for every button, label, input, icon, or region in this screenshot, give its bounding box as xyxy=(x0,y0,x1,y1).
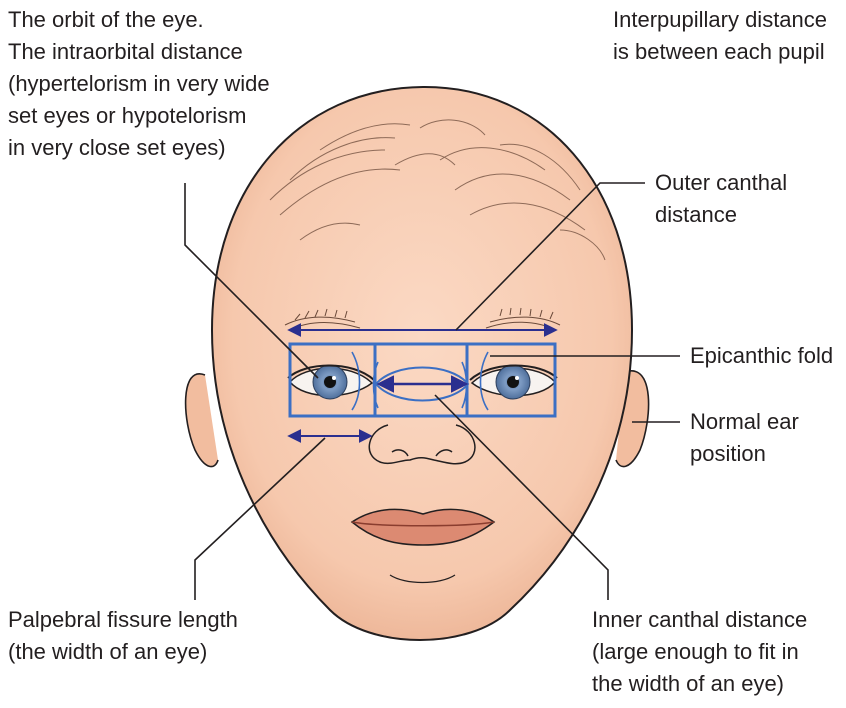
outer-canthal-label-line-2: distance xyxy=(655,202,737,227)
epicanthic-label-line-1: Epicanthic fold xyxy=(690,343,834,368)
hair-lines xyxy=(269,119,606,261)
right-eye xyxy=(469,364,558,400)
ear-label-line-1: Normal ear xyxy=(690,409,799,434)
palpebral-label: Palpebral fissure length (the width of a… xyxy=(8,604,238,668)
interpupillary-label-line-1: Interpupillary distance xyxy=(613,7,828,32)
chin-line xyxy=(389,574,456,584)
ear-label-line-2: position xyxy=(690,441,766,466)
head-outline xyxy=(210,85,634,641)
outer-canthal-label-line-1: Outer canthal xyxy=(655,170,788,195)
ear-label: Normal ear position xyxy=(690,406,799,470)
left-ear xyxy=(184,373,219,468)
inner-canthal-label-line-3: the width of an eye) xyxy=(592,671,785,696)
mouth xyxy=(350,508,496,546)
outer-canthal-leader xyxy=(455,182,645,331)
leader-lines xyxy=(184,182,680,600)
orbit-label-line-1: The orbit of the eye. xyxy=(8,7,204,32)
interpupillary-label: Interpupillary distance is between each … xyxy=(613,4,827,68)
nose xyxy=(368,424,476,465)
inner-canthal-label-line-1: Inner canthal distance xyxy=(592,607,808,632)
inner-canthal-label-line-2: (large enough to fit in xyxy=(592,639,799,664)
orbit-label-line-3: (hypertelorism in very wide xyxy=(8,71,270,96)
orbit-label-line-4: set eyes or hypotelorism xyxy=(8,103,247,128)
outer-canthal-label: Outer canthal distance xyxy=(655,167,787,231)
epicanthic-label: Epicanthic fold xyxy=(690,340,833,372)
palpebral-label-line-2: (the width of an eye) xyxy=(8,639,208,664)
inner-canthal-leader xyxy=(434,394,609,600)
palpebral-label-line-1: Palpebral fissure length xyxy=(8,607,238,632)
interpupillary-label-line-2: is between each pupil xyxy=(613,39,825,64)
orbit-label-line-5: in very close set eyes) xyxy=(8,135,226,160)
inner-canthal-label: Inner canthal distance (large enough to … xyxy=(592,604,807,700)
orbit-leader xyxy=(184,183,319,379)
palpebral-leader xyxy=(194,437,326,600)
orbit-label: The orbit of the eye. The intraorbital d… xyxy=(8,4,270,164)
orbit-label-line-2: The intraorbital distance xyxy=(8,39,243,64)
